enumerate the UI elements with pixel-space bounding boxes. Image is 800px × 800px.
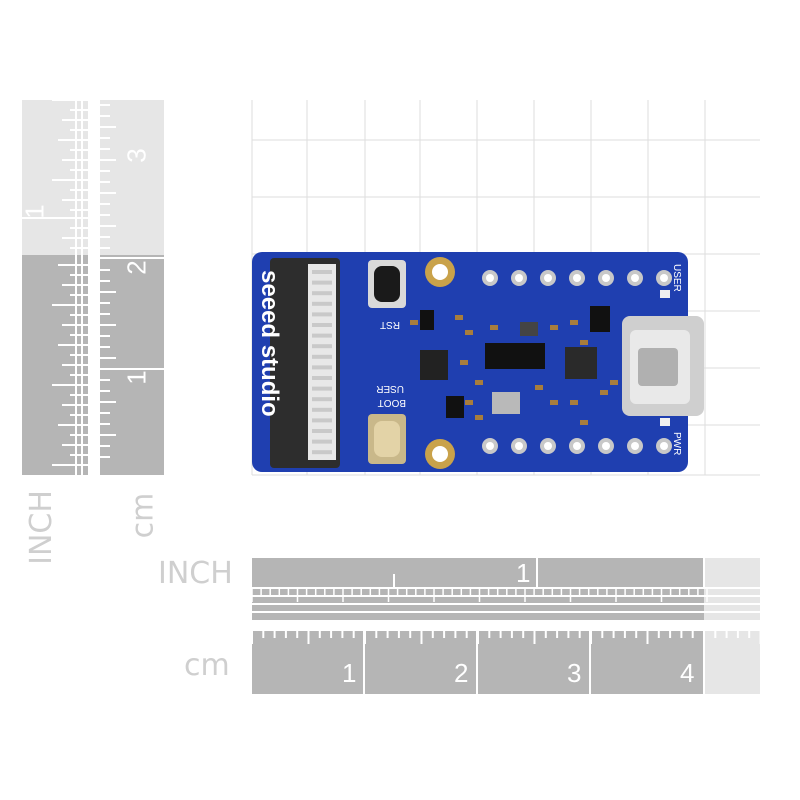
smd-component <box>580 340 588 345</box>
smd-component <box>465 330 473 335</box>
fpc-pin <box>312 397 332 402</box>
smd-component <box>610 380 618 385</box>
pcb-substrate <box>252 252 688 472</box>
header-pin-bottom <box>482 438 498 454</box>
horizontal-cm-number-3: 3 <box>567 658 582 688</box>
fpc-pin <box>312 407 332 412</box>
header-pin-bottom <box>569 438 585 454</box>
horizontal-cm-number-2: 2 <box>454 658 469 688</box>
horizontal-cm-label: cm <box>184 648 230 683</box>
top-user-label: USER <box>671 264 682 292</box>
header-pin-top <box>656 270 672 286</box>
vertical-cm-label: cm <box>125 492 161 539</box>
ic-qfn <box>565 347 597 379</box>
pcb-board: seeed studio RST USER BOOT USER PWR <box>252 252 704 472</box>
fpc-pin <box>312 291 332 296</box>
user-label: USER <box>376 383 404 394</box>
smd-component <box>535 385 543 390</box>
smd-component <box>570 400 578 405</box>
header-pin-bottom <box>598 438 614 454</box>
vertical-inch-ruler <box>22 100 88 475</box>
smd-component <box>460 360 468 365</box>
header-pin-bottom <box>627 438 643 454</box>
rst-label: RST <box>380 319 400 330</box>
brand-silkscreen: seeed studio <box>256 270 283 417</box>
horizontal-inch-number-1: 1 <box>516 558 531 588</box>
header-pin-top <box>482 270 498 286</box>
header-pin-bottom <box>511 438 527 454</box>
fpc-pin <box>312 386 332 391</box>
header-pin-top <box>511 270 527 286</box>
fpc-pin <box>312 270 332 274</box>
fpc-pin <box>312 280 332 285</box>
smd-component <box>475 380 483 385</box>
vertical-inch-number-1: 1 <box>19 204 50 219</box>
fpc-pin <box>312 376 332 380</box>
fpc-pin <box>312 301 332 306</box>
pwr-label: PWR <box>671 432 682 455</box>
smd-component <box>580 420 588 425</box>
ic-main <box>485 343 545 369</box>
fpc-pin <box>312 312 332 317</box>
smd-component <box>455 315 463 320</box>
vertical-cm-number-3: 3 <box>121 148 152 163</box>
user-led <box>660 290 670 298</box>
boot-label: BOOT <box>378 397 406 408</box>
fpc-pin <box>312 323 332 327</box>
fpc-pin <box>312 344 332 349</box>
vertical-cm-number-1: 1 <box>121 370 152 385</box>
horizontal-inch-ruler <box>252 558 760 620</box>
fpc-pin <box>312 418 332 423</box>
smd-component <box>600 390 608 395</box>
horizontal-cm-number-4: 4 <box>680 658 695 688</box>
fpc-pin <box>312 450 332 455</box>
fpc-pin <box>312 429 332 433</box>
smd-component <box>550 325 558 330</box>
header-pin-top <box>627 270 643 286</box>
vertical-cm-ruler <box>100 100 164 475</box>
header-pin-top <box>540 270 556 286</box>
smd-component <box>475 415 483 420</box>
smd-component <box>410 320 418 325</box>
smd-component <box>490 325 498 330</box>
smd-component <box>465 400 473 405</box>
horizontal-inch-label: INCH <box>158 556 233 591</box>
fpc-pin <box>312 365 332 370</box>
fpc-pin <box>312 439 332 444</box>
vertical-cm-number-2: 2 <box>121 260 152 275</box>
header-pin-top <box>598 270 614 286</box>
fpc-pin <box>312 354 332 359</box>
horizontal-cm-ruler <box>252 630 760 694</box>
header-pin-bottom <box>656 438 672 454</box>
header-pin-top <box>569 270 585 286</box>
horizontal-cm-number-1: 1 <box>342 658 357 688</box>
pwr-led <box>660 418 670 426</box>
smd-component <box>570 320 578 325</box>
fpc-pin <box>312 333 332 338</box>
vertical-inch-label: INCH <box>23 490 59 565</box>
smd-component <box>550 400 558 405</box>
header-pin-bottom <box>540 438 556 454</box>
